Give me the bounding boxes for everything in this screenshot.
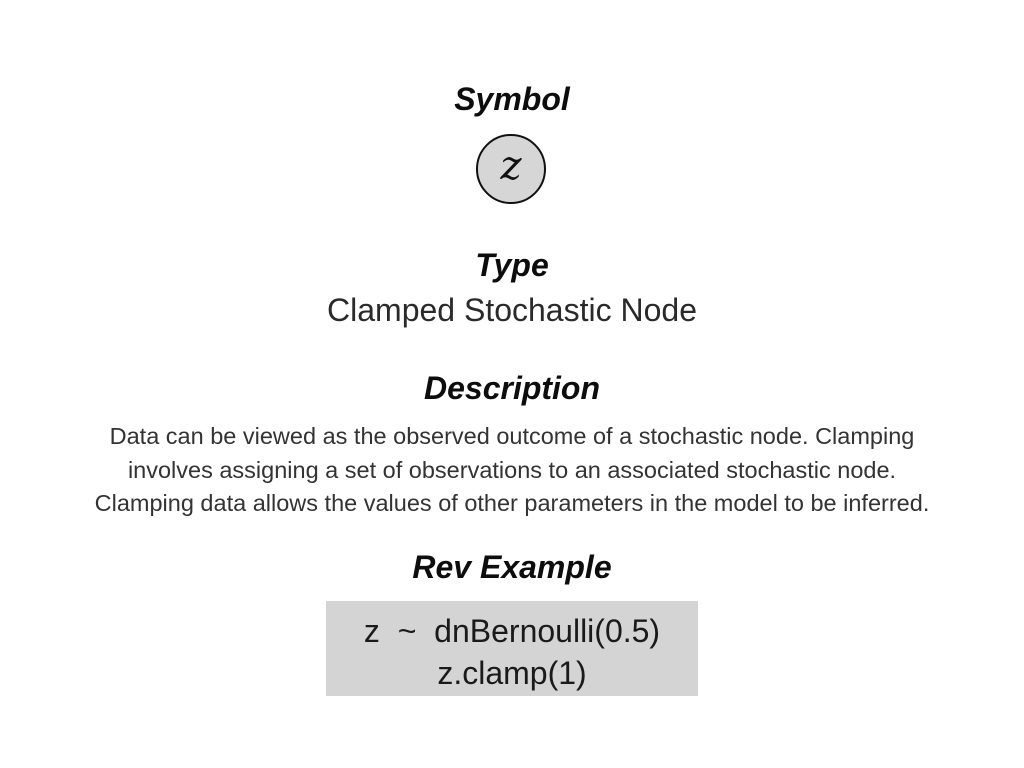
code-line: z.clamp(1) <box>437 655 587 691</box>
code-example-box: z ~ dnBernoulli(0.5) z.clamp(1) <box>326 601 698 696</box>
type-heading: Type <box>475 247 549 283</box>
description-line: Data can be viewed as the observed outco… <box>109 423 915 449</box>
code-line: z ~ dnBernoulli(0.5) <box>363 613 661 649</box>
node-variable-label: z <box>500 143 522 189</box>
description-line: Clamping data allows the values of other… <box>94 490 930 516</box>
description-line: involves assigning a set of observations… <box>127 456 897 483</box>
description-text: Data can be viewed as the observed outco… <box>30 420 994 521</box>
symbol-heading: Symbol <box>454 81 570 117</box>
clamped-node-symbol: z <box>476 134 546 204</box>
rev-example-heading: Rev Example <box>412 549 612 585</box>
type-value: Clamped Stochastic Node <box>327 292 697 328</box>
description-heading: Description <box>423 370 601 406</box>
